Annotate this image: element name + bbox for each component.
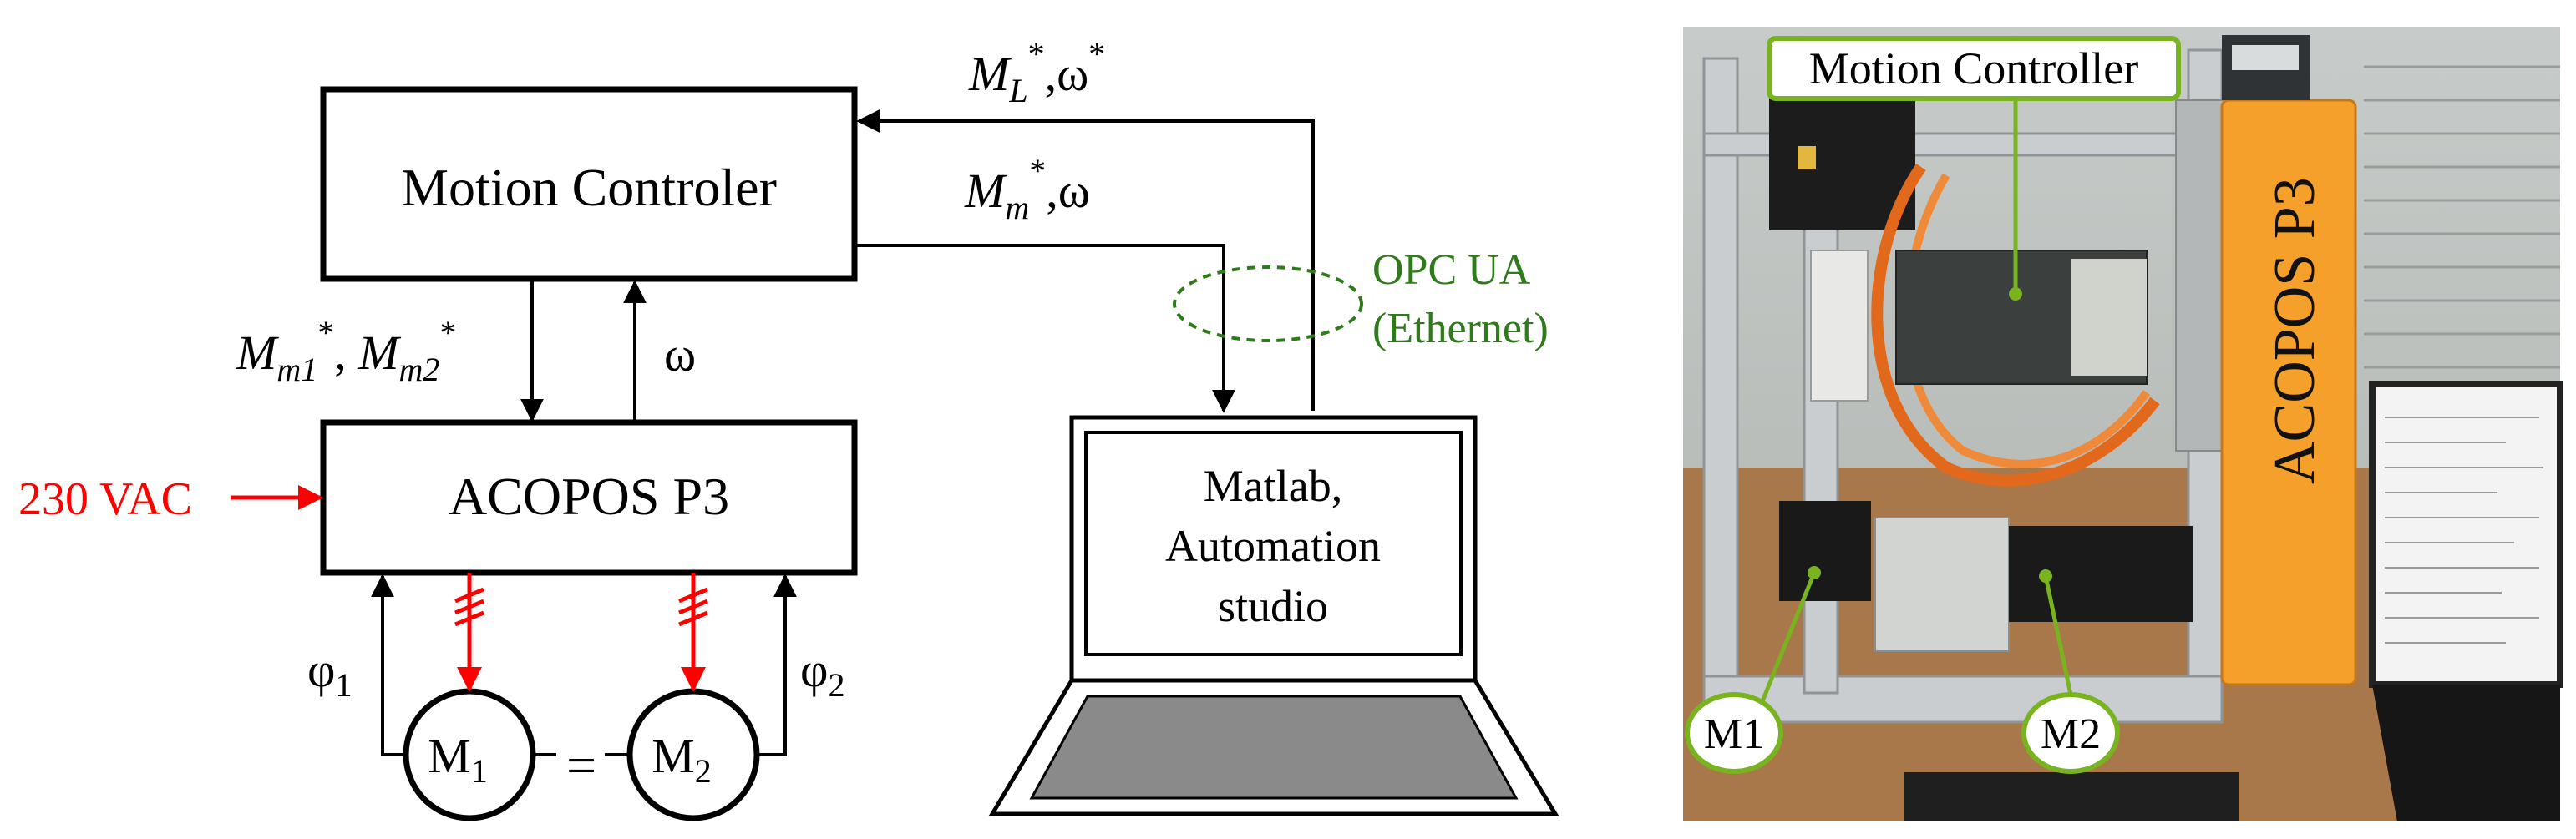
- motion-controller-callout: [1767, 36, 2181, 101]
- encoder-line-m1: [371, 574, 406, 756]
- phi1-sub: 1: [335, 666, 352, 704]
- laptop-screen-photo: [2369, 381, 2563, 688]
- sub-l: L: [1008, 72, 1027, 109]
- load-ref-line: [856, 109, 1315, 411]
- laptop-keyboard-photo: [2372, 685, 2560, 821]
- window-blinds: [2364, 65, 2560, 369]
- power-supply: [1810, 250, 1869, 402]
- torque-ref-label: Mm1*, Mm2*: [236, 314, 456, 388]
- acopos-label: ACOPOS P3: [449, 467, 729, 526]
- block-diagram: Motion Controler ACOPOS P3 230 VAC Mm1*,…: [18, 35, 1559, 821]
- motor-ref-label: Mm*,ω: [964, 152, 1090, 226]
- laptop-screen-text: [2385, 417, 2543, 644]
- sub-m2: m2: [399, 351, 440, 388]
- encoder-line-m2: [757, 574, 797, 756]
- supply-label: 230 VAC: [18, 473, 192, 525]
- phi2-sub: 2: [828, 666, 844, 704]
- sep-l: ,: [1045, 47, 1057, 101]
- motor-m1-photo: [1779, 501, 1871, 601]
- motor-m2-sym: M: [652, 729, 695, 783]
- phi1-sym: φ: [307, 643, 335, 697]
- desk-mat: [1904, 772, 2239, 821]
- motor-m2-label: M2: [652, 729, 712, 790]
- sep-m: ,: [334, 326, 358, 380]
- opc-ua-ellipse: [1173, 265, 1363, 342]
- laptop-keyboard: [1029, 695, 1519, 800]
- coupling-photo: [1874, 517, 2010, 652]
- sym-l: M: [968, 47, 1012, 101]
- power-line-m1: [454, 573, 484, 692]
- sub-m1: m1: [276, 351, 317, 388]
- sub-mm: m: [1005, 189, 1029, 226]
- io-module: [2071, 259, 2147, 376]
- motion-controller-pointer-dot: [2009, 287, 2022, 301]
- motor-m1-sym: M: [428, 729, 471, 783]
- star-m1: *: [317, 314, 334, 351]
- power-line-m2: [678, 573, 708, 692]
- sym-m1: M: [236, 326, 279, 380]
- m1-pointer-dot: [1808, 566, 1821, 579]
- top-box-indicator: [1798, 146, 1816, 169]
- pc-line-3: studio: [1218, 581, 1328, 631]
- motor-m1-label: M1: [428, 729, 488, 790]
- m1-callout-text: M1: [1704, 710, 1764, 758]
- star-mm: *: [1029, 152, 1046, 190]
- laptop-screen: [1084, 431, 1463, 656]
- m2-pointer-dot: [2039, 569, 2052, 583]
- acopos-display-screen: [2232, 45, 2299, 70]
- load-ref-label: ML*,ω*: [968, 35, 1105, 109]
- motion-controller-callout-text: Motion Controller: [1809, 43, 2138, 94]
- star-omega: *: [1088, 35, 1105, 73]
- sym-m2: M: [357, 326, 401, 380]
- orange-cable-1: [1871, 163, 2160, 487]
- phi2-sym: φ: [800, 643, 828, 697]
- omega-mm: ω: [1058, 164, 1090, 218]
- sym-mm: M: [964, 164, 1007, 218]
- motion-controller-block: [320, 86, 858, 282]
- m2-callout-text: M2: [2041, 710, 2101, 758]
- motor-m2-sub: 2: [695, 752, 712, 790]
- phi2-label: φ2: [800, 643, 844, 704]
- motor-m2-photo: [2009, 526, 2193, 622]
- acopos-unit-text: ACOPOS P3: [2263, 177, 2327, 484]
- star-m2: *: [439, 314, 456, 351]
- star-l: *: [1028, 35, 1045, 73]
- laptop: Matlab, Automation studio: [988, 415, 1559, 816]
- motor-ref-line: [854, 244, 1235, 413]
- motor-m1-sub: 1: [471, 752, 488, 790]
- opc-ua-label: OPC UA: [1372, 246, 1531, 294]
- m1-pointer: [1760, 572, 1817, 702]
- pc-line-1: Matlab,: [1204, 461, 1342, 511]
- acopos-block: [320, 419, 858, 576]
- sep-mm: ,: [1046, 164, 1058, 218]
- test-bench-photo: ACOPOS P3 Motion Controller M1 M2: [1683, 27, 2563, 821]
- motion-controller-label: Motion Controler: [401, 158, 777, 217]
- phi1-label: φ1: [307, 643, 352, 704]
- ethernet-label: (Ethernet): [1372, 305, 1549, 352]
- omega-label: ω: [664, 327, 696, 382]
- top-box: [1769, 92, 1915, 230]
- omega-l: ω: [1057, 47, 1088, 101]
- coupling-symbol: =: [566, 735, 596, 795]
- m2-pointer: [2043, 575, 2073, 695]
- m1-callout: [1685, 692, 1783, 774]
- pc-line-2: Automation: [1165, 521, 1381, 571]
